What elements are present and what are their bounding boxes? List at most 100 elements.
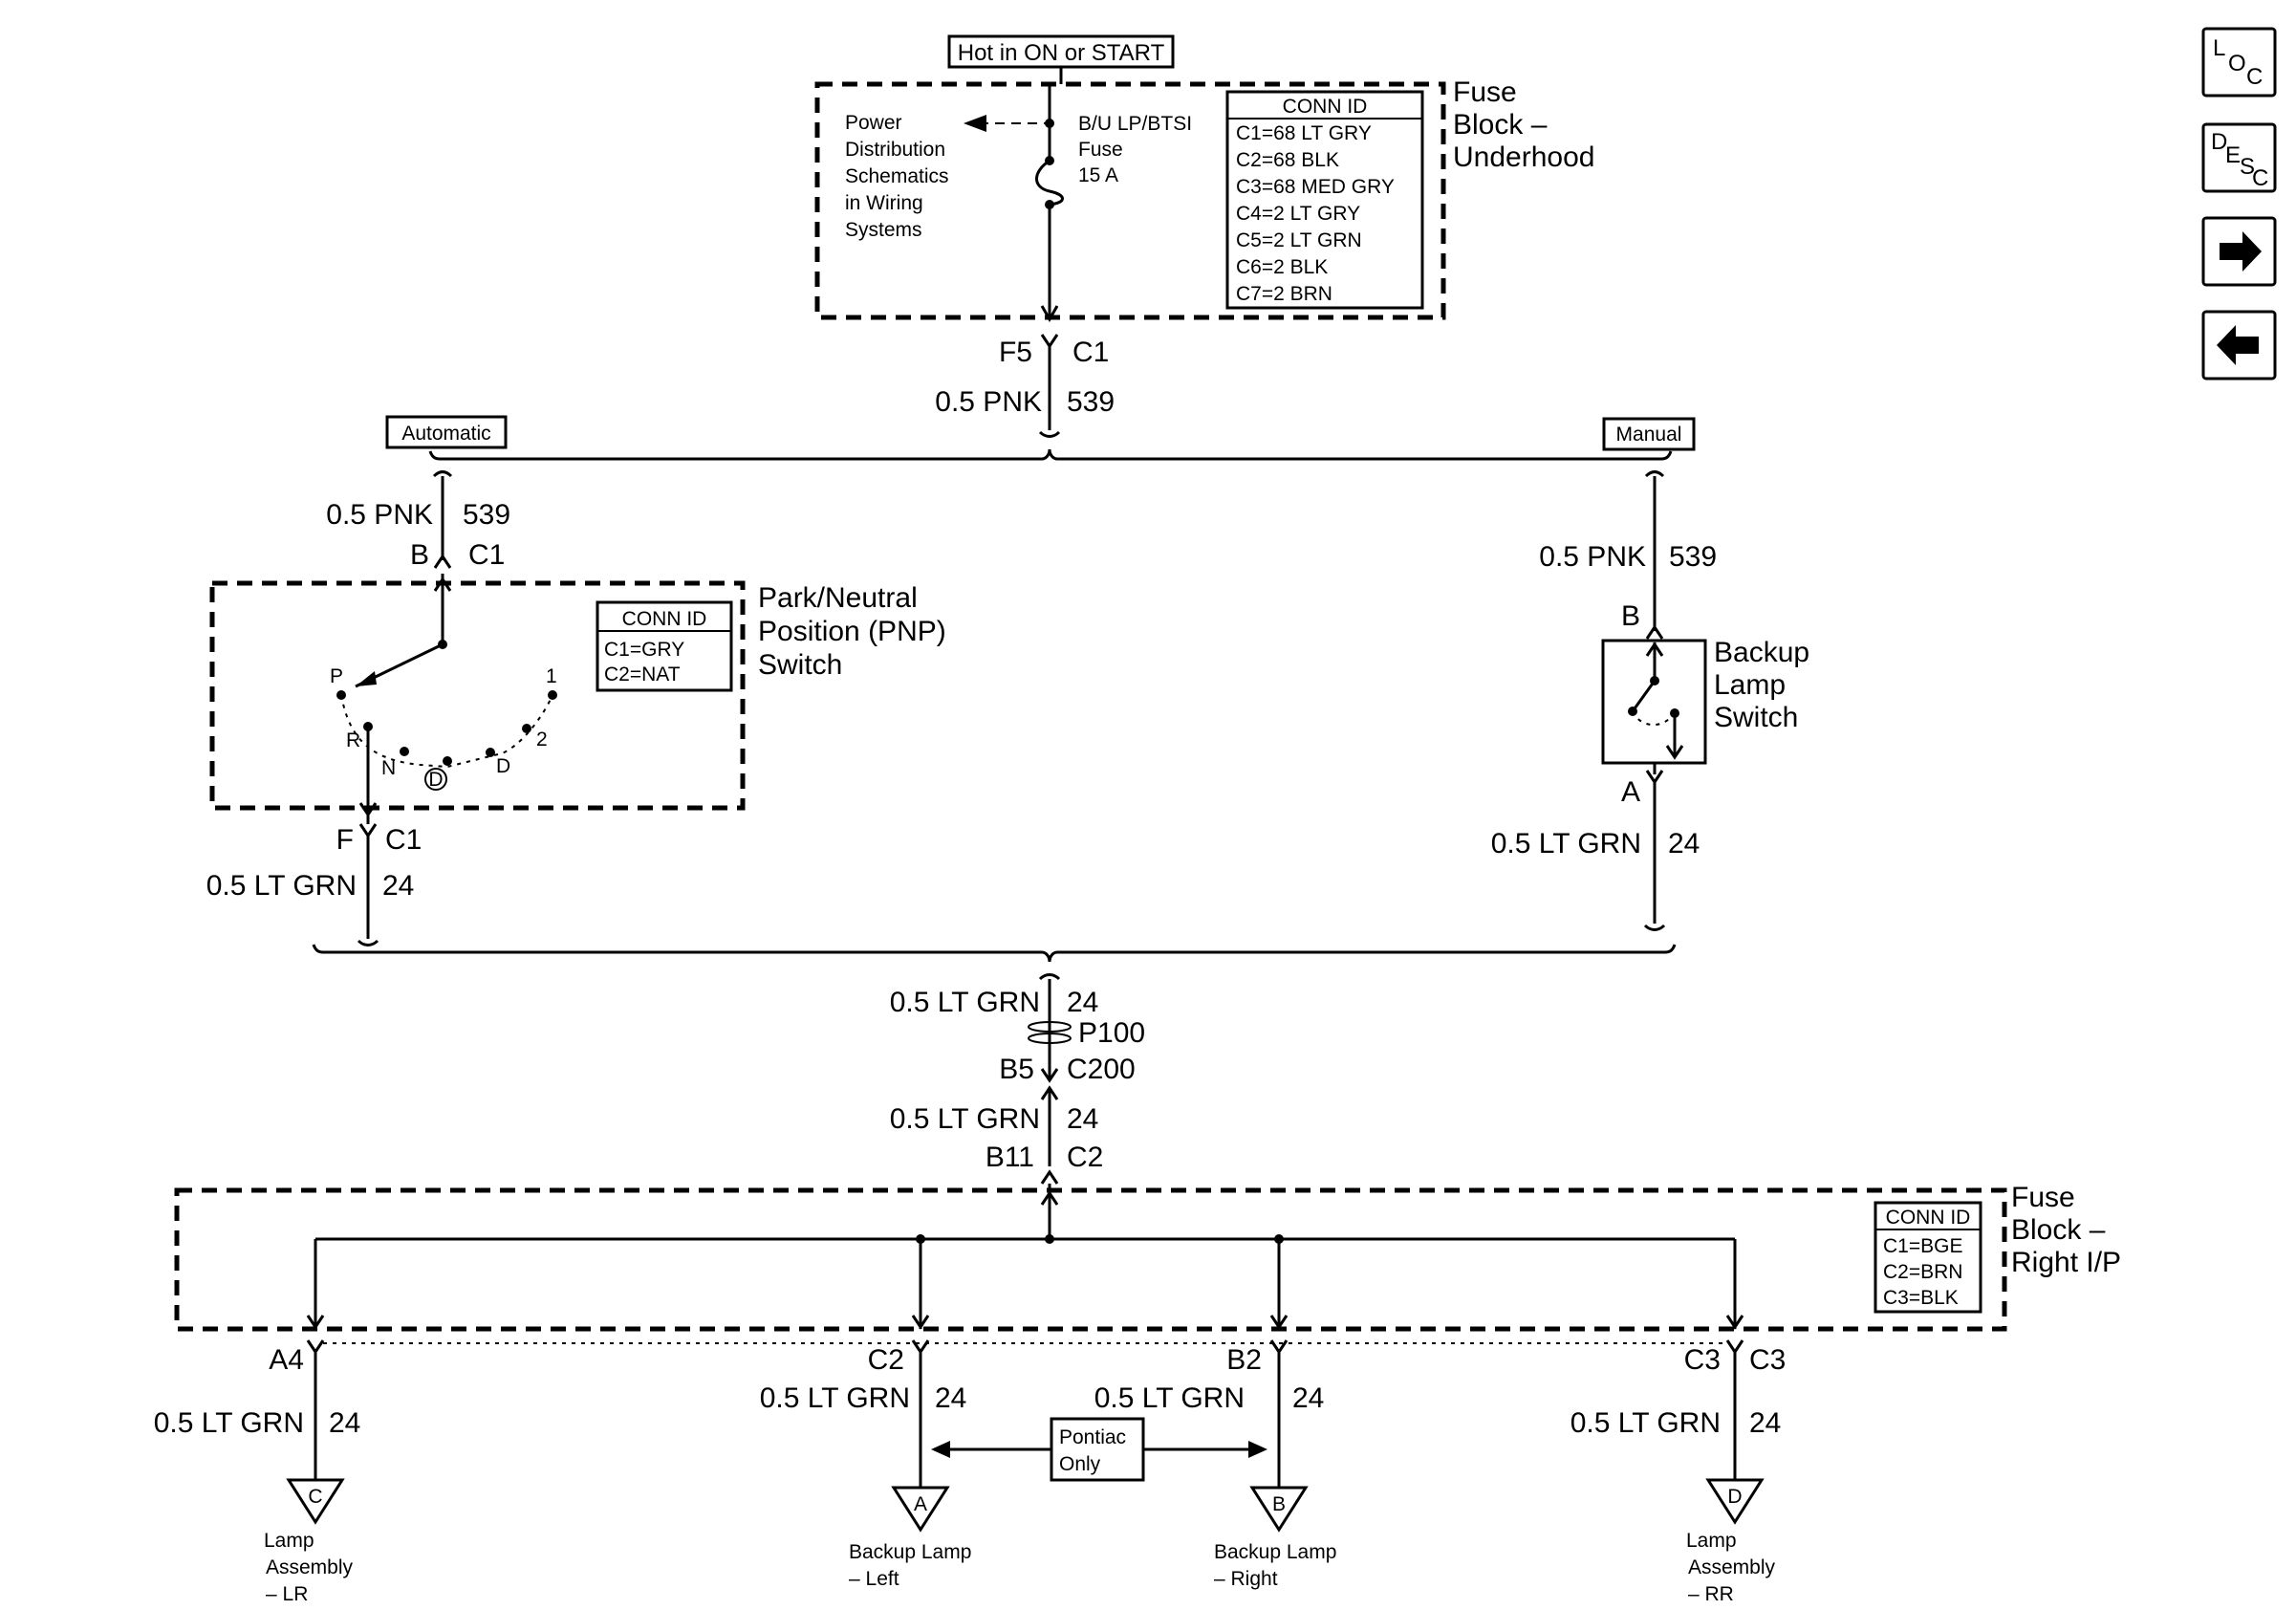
pontiac-right-arrow-icon: [1248, 1441, 1267, 1458]
pnp-out-arrow-icon: [358, 802, 378, 817]
fuse-block-ip-name: Fuse Block – Right I/P: [2011, 1182, 2121, 1278]
rr-wire-label: 0.5 LT GRN: [1570, 1407, 1721, 1439]
pin-b11: B11: [986, 1142, 1034, 1173]
passthrough-grommet-icon: [1028, 1021, 1072, 1033]
bl-travel-arc: [1632, 710, 1670, 727]
auto-circuit-label: 539: [463, 499, 510, 531]
manual-tag: Manual: [1602, 417, 1696, 451]
man-wire-break-icon: [1644, 470, 1665, 478]
svg-text:Assembly: Assembly: [266, 1556, 354, 1578]
svg-text:Backup: Backup: [1714, 637, 1809, 668]
svg-text:C: C: [308, 1486, 322, 1508]
lr-wire-label: 0.5 LT GRN: [154, 1407, 304, 1439]
svg-text:Fuse: Fuse: [1078, 139, 1123, 161]
lr-ground-ref-icon: [286, 1478, 345, 1525]
arrow-left-icon: [2217, 325, 2259, 365]
svg-text:Backup Lamp: Backup Lamp: [849, 1541, 971, 1563]
pnp-pos-d: [486, 748, 495, 757]
svg-text:S: S: [2240, 154, 2255, 180]
next-button[interactable]: [2201, 216, 2277, 287]
man-conn-b-icon: [1645, 624, 1664, 640]
left-wire-label: 0.5 LT GRN: [760, 1382, 910, 1414]
svg-text:Switch: Switch: [758, 649, 842, 681]
right-pin: B2: [1226, 1344, 1262, 1376]
desc-button[interactable]: D E S C: [2201, 122, 2277, 193]
pnp-pos-p: [336, 690, 346, 700]
fuse-block-underhood-name: Fuse Block – Underhood: [1453, 76, 1594, 173]
automatic-tag: Automatic: [385, 415, 508, 449]
auto-conn-c1: C1: [468, 539, 505, 571]
svg-text:Switch: Switch: [1714, 702, 1798, 733]
svg-text:CONN ID: CONN ID: [1886, 1207, 1971, 1229]
auto-conn-c1-out: C1: [385, 824, 422, 856]
man-wire-label: 0.5 PNK: [1539, 541, 1646, 573]
wire-break-icon: [1038, 430, 1061, 438]
pnp-switch-outline: [209, 580, 746, 811]
rr-conn: C3: [1749, 1344, 1786, 1376]
svg-text:Underhood: Underhood: [1453, 141, 1594, 173]
right-ground-ref-icon: [1249, 1486, 1309, 1533]
svg-text:D: D: [2211, 129, 2227, 155]
lr-circuit-label: 24: [329, 1407, 360, 1439]
svg-text:R: R: [346, 729, 360, 751]
pontiac-only-note: Pontiac Only: [931, 1417, 1267, 1482]
bl-in-arrow-icon: [1645, 642, 1664, 657]
svg-text:C: C: [2246, 64, 2263, 90]
pnp-arrow-icon: [433, 577, 452, 592]
svg-text:Right I/P: Right I/P: [2011, 1247, 2121, 1278]
svg-text:L: L: [2213, 35, 2225, 61]
circuit-label: 539: [1067, 386, 1115, 418]
svg-text:C3=68 MED GRY: C3=68 MED GRY: [1236, 176, 1395, 198]
svg-text:C3=BLK: C3=BLK: [1883, 1287, 1959, 1309]
svg-text:2: 2: [536, 729, 548, 751]
svg-text:C: C: [2252, 165, 2268, 191]
rr-pin: C3: [1684, 1344, 1721, 1376]
svg-text:Park/Neutral: Park/Neutral: [758, 582, 918, 614]
auto-wire-label: 0.5 PNK: [326, 499, 433, 531]
ip-arrow-icon: [1040, 1190, 1059, 1206]
hot-in-label: Hot in ON or START: [958, 40, 1165, 66]
pnp-switch-name: Park/Neutral Position (PNP) Switch: [758, 582, 946, 681]
right-wire-label: 0.5 LT GRN: [1094, 1382, 1245, 1414]
output-lr: A4 0.5 LT GRN 24 C Lamp Assembly – LR: [154, 1339, 360, 1605]
rr-ground-ref-icon: [1705, 1478, 1765, 1525]
c200-arrow-icon: [1040, 1068, 1059, 1083]
rr-conn-icon: [1725, 1339, 1744, 1355]
svg-text:C5=2 LT GRN: C5=2 LT GRN: [1236, 229, 1362, 251]
svg-text:– Right: – Right: [1214, 1568, 1278, 1590]
left-pin: C2: [868, 1344, 904, 1376]
man-circuit-out-label: 24: [1668, 828, 1700, 859]
ip-drop-left-arrow-icon: [911, 1315, 930, 1330]
loc-button[interactable]: L O C: [2201, 27, 2277, 98]
fuse-block-ip-outline: [174, 1187, 2007, 1332]
pnp-pos-2: [522, 724, 531, 733]
prev-button[interactable]: [2201, 310, 2277, 381]
svg-text:A: A: [914, 1493, 927, 1515]
auto-conn-f-icon: [358, 823, 378, 838]
svg-text:– LR: – LR: [266, 1583, 308, 1605]
power-distribution-reference: Power Distribution Schematics in Wiring …: [845, 112, 949, 241]
svg-text:Lamp: Lamp: [1714, 669, 1786, 701]
man-circuit-label: 539: [1669, 541, 1717, 573]
left-ground-ref-icon: [891, 1486, 950, 1533]
svg-text:Manual: Manual: [1616, 424, 1682, 446]
output-left: C2 0.5 LT GRN 24 A Backup Lamp – Left: [760, 1339, 971, 1590]
backup-switch-name: Backup Lamp Switch: [1714, 637, 1809, 733]
auto-wire-out-label: 0.5 LT GRN: [206, 870, 357, 902]
option-bus: [428, 448, 1673, 461]
connector-arrow-icon: [1040, 305, 1059, 323]
output-rr: C3 C3 0.5 LT GRN 24 D Lamp Assembly – RR: [1570, 1339, 1786, 1605]
svg-text:Power: Power: [845, 112, 902, 134]
conn-c1: C1: [1072, 337, 1109, 368]
svg-text:Lamp: Lamp: [1686, 1530, 1737, 1552]
man-out-break-icon: [1643, 924, 1666, 931]
svg-text:C1=GRY: C1=GRY: [604, 639, 684, 661]
svg-text:– Left: – Left: [849, 1568, 899, 1590]
svg-text:C7=2 BRN: C7=2 BRN: [1236, 283, 1332, 305]
svg-text:Block –: Block –: [2011, 1214, 2106, 1246]
right-conn-icon: [1269, 1339, 1289, 1355]
pnp-lever-arrow-icon: [356, 671, 377, 686]
bl-out-arrow-icon: [1665, 745, 1684, 760]
pnp-pos-d-circle: [443, 756, 452, 766]
